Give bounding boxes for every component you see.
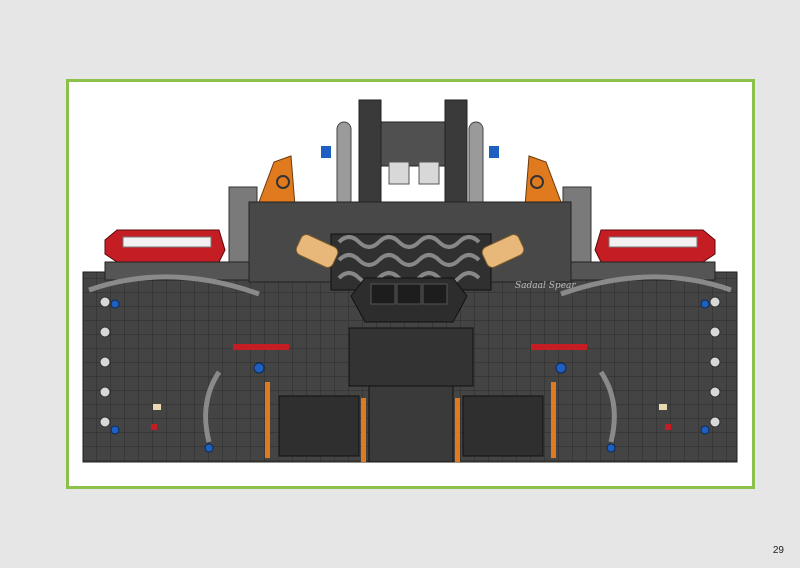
- right-top-beam: [444, 99, 468, 211]
- left-shock-absorber: [295, 234, 339, 268]
- right-shock-absorber: [481, 234, 525, 268]
- left-top-beam: [358, 99, 382, 211]
- page-number: 29: [772, 545, 784, 556]
- badge-text: Sadaal Spear: [515, 281, 576, 291]
- car-assembly-illustration: Sadaal Spear: [82, 99, 738, 463]
- step-frame: Sadaal Spear: [66, 79, 755, 489]
